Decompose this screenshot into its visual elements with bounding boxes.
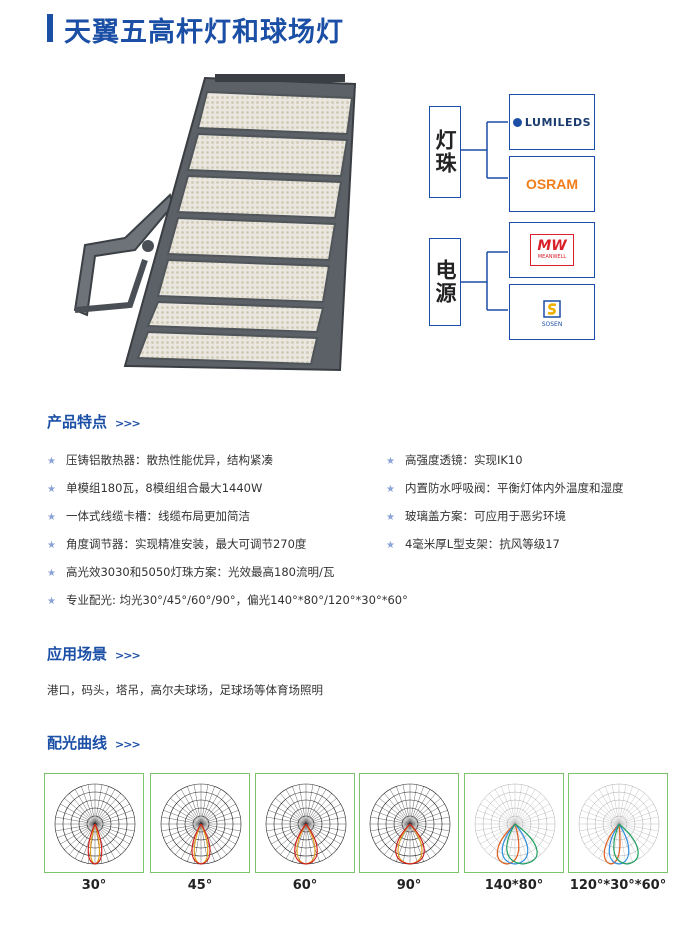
- meanwell-logo-text: MEANWELL: [537, 254, 567, 260]
- star-icon: ★: [386, 512, 395, 523]
- page-title: 天翼五高杆灯和球场灯: [64, 17, 344, 48]
- polar-curve-panel: [568, 773, 668, 873]
- osram-logo-text: OSRAM: [525, 176, 579, 192]
- curve-label: 60°: [292, 878, 318, 893]
- power-category-box: 电源: [429, 238, 461, 326]
- beam-lobe: [613, 823, 639, 865]
- curve-label: 45°: [187, 878, 213, 893]
- beam-lobe: [191, 823, 211, 865]
- osram-brand-box: OSRAM: [509, 156, 595, 212]
- polar-diagram: [369, 783, 451, 865]
- title-accent-bar: [47, 14, 53, 42]
- power-category-label: 电源: [433, 259, 457, 305]
- curves-heading: 配光曲线 >>>: [47, 732, 141, 753]
- feature-item: ★单模组180瓦，8模组组合最大1440W: [47, 481, 263, 495]
- curves-heading-text: 配光曲线: [47, 734, 108, 752]
- polar-curve-panel: [464, 773, 564, 873]
- chevron-icon: >>>: [115, 738, 141, 751]
- beam-lobe: [294, 823, 318, 865]
- lumileds-brand-box: LUMILEDS: [509, 94, 595, 150]
- meanwell-logo-mark: MW: [537, 238, 567, 254]
- beam-lobe: [395, 823, 425, 865]
- chevron-icon: >>>: [115, 649, 141, 662]
- star-icon: ★: [47, 596, 56, 607]
- polar-diagram: [54, 783, 136, 865]
- component-brand-diagram: 灯珠 电源 LUMILEDS OSRAM MW MEANWELL SOSEN: [425, 92, 615, 340]
- star-icon: ★: [47, 540, 56, 551]
- feature-item: ★玻璃盖方案：可应用于恶劣环境: [386, 509, 566, 523]
- sosen-brand-box: SOSEN: [509, 284, 595, 340]
- lumileds-logo-icon: [512, 117, 522, 127]
- polar-curve-panel: [150, 773, 250, 873]
- star-icon: ★: [47, 484, 56, 495]
- curve-label: 90°: [396, 878, 422, 893]
- connector-lines: [461, 121, 508, 311]
- star-icon: ★: [47, 512, 56, 523]
- feature-item: ★一体式线缆卡槽：线缆布局更加简洁: [47, 509, 250, 523]
- application-heading: 应用场景 >>>: [47, 643, 141, 664]
- feature-item: ★高强度透镜：实现IK10: [386, 453, 523, 467]
- star-icon: ★: [386, 540, 395, 551]
- polar-diagram: [474, 783, 556, 865]
- star-icon: ★: [386, 456, 395, 467]
- beam-lobe: [608, 823, 630, 865]
- feature-item: ★角度调节器：实现精准安装，最大可调节270度: [47, 537, 307, 551]
- application-text: 港口，码头，塔吊，高尔夫球场，足球场等体育场照明: [47, 683, 323, 697]
- sosen-logo-text: SOSEN: [541, 320, 563, 328]
- led-category-label: 灯珠: [433, 129, 457, 175]
- led-category-box: 灯珠: [429, 106, 461, 198]
- polar-curve-panel: [359, 773, 459, 873]
- polar-diagram: [265, 783, 347, 865]
- application-heading-text: 应用场景: [47, 645, 108, 663]
- star-icon: ★: [47, 456, 56, 467]
- beam-lobe: [87, 823, 103, 865]
- star-icon: ★: [386, 484, 395, 495]
- features-heading-text: 产品特点: [47, 413, 108, 431]
- meanwell-brand-box: MW MEANWELL: [509, 222, 595, 278]
- curve-label: 140*80°: [484, 878, 544, 893]
- beam-lobe: [496, 823, 520, 865]
- polar-curve-panel: [44, 773, 144, 873]
- feature-item: ★4毫米厚L型支架：抗风等级17: [386, 537, 560, 551]
- feature-item: ★压铸铝散热器：散热性能优异，结构紧凑: [47, 453, 273, 467]
- feature-item: ★高光效3030和5050灯珠方案：光效最高180流明/瓦: [47, 565, 335, 579]
- curve-label: 120°*30°*60°: [569, 878, 667, 893]
- lumileds-logo-text: LUMILEDS: [524, 115, 592, 129]
- floodlight-product-image: [73, 74, 357, 372]
- beam-lobe: [603, 823, 621, 865]
- beam-lobe: [501, 823, 529, 865]
- features-heading: 产品特点 >>>: [47, 411, 141, 432]
- meanwell-logo-icon: MW MEANWELL: [530, 234, 574, 266]
- polar-diagram: [160, 783, 242, 865]
- curve-label: 30°: [81, 878, 107, 893]
- chevron-icon: >>>: [115, 417, 141, 430]
- sosen-logo-icon: [543, 299, 561, 318]
- feature-item: ★内置防水呼吸阀：平衡灯体内外温度和湿度: [386, 481, 624, 495]
- star-icon: ★: [47, 568, 56, 579]
- beam-lobe: [506, 823, 538, 865]
- polar-curve-panel: [255, 773, 355, 873]
- polar-diagram: [578, 783, 660, 865]
- feature-item: ★专业配光: 均光30°/45°/60°/90°，偏光140°*80°/120°…: [47, 593, 408, 607]
